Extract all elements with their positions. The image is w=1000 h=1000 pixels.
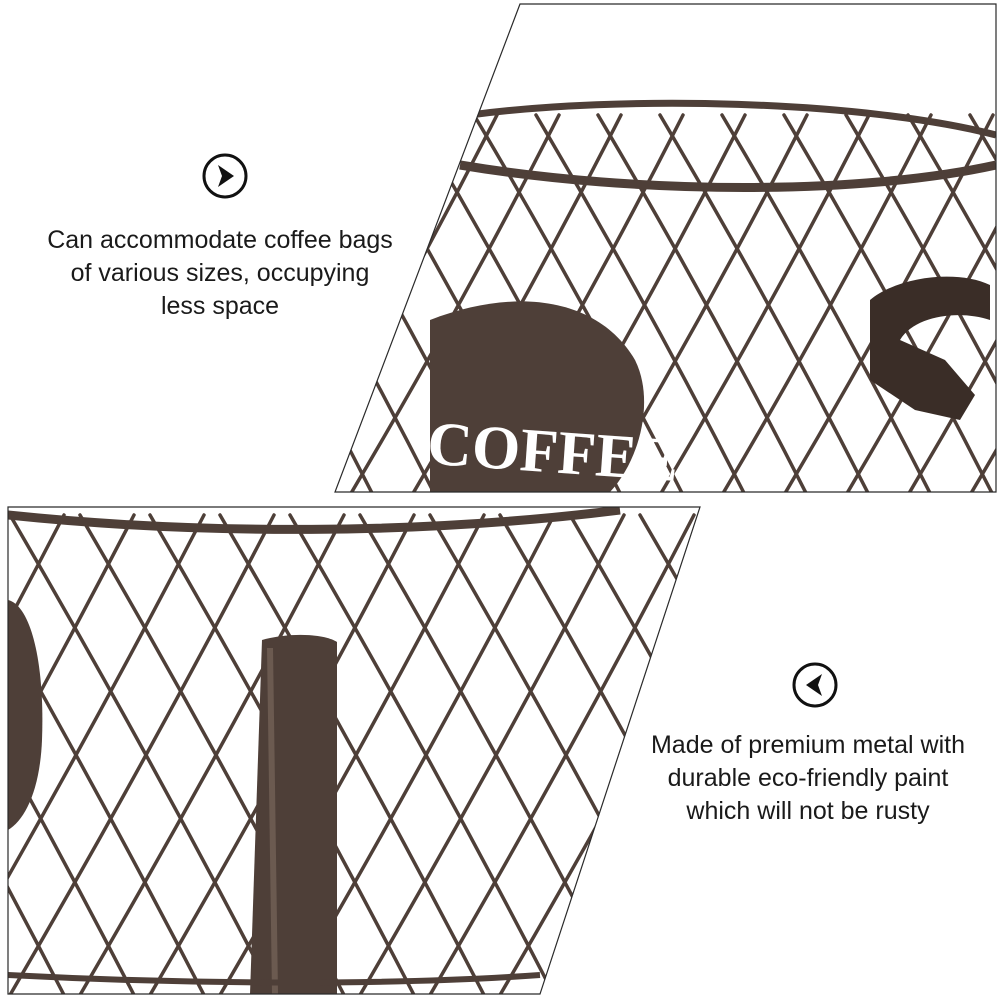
top-feature-caption: Can accommodate coffee bags of various s…: [47, 226, 393, 320]
coffee-label-plate: [430, 301, 645, 492]
chevron-right-icon: [202, 153, 248, 199]
top-basket-rim: [469, 99, 996, 139]
top-basket-rim-lower: [459, 160, 996, 192]
front-handle: [250, 634, 337, 994]
bottom-basket-rim: [8, 507, 621, 534]
chevron-left-icon: [792, 662, 838, 708]
side-label-plate: [8, 600, 43, 830]
side-handle: [870, 276, 990, 420]
bottom-feature-caption: Made of premium metal with durable eco-f…: [650, 731, 965, 825]
coffee-label-text: COFFEE: [425, 410, 681, 495]
